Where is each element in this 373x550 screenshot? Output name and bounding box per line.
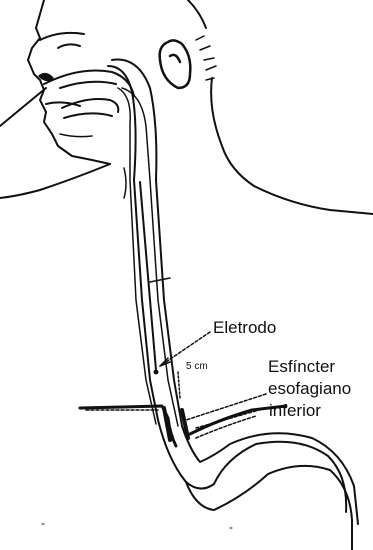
stray-marks <box>42 524 232 528</box>
tongue <box>62 99 118 118</box>
chin-line <box>60 134 92 137</box>
stomach-wall <box>186 466 352 550</box>
shoulder-front <box>0 164 110 198</box>
eyebrow <box>40 33 84 40</box>
label-sphincter-line2: esofagiano <box>268 380 351 397</box>
diaphragm-left <box>80 406 176 446</box>
catheter-line <box>140 182 156 370</box>
label-sphincter-line1: Esfíncter <box>268 358 335 375</box>
hair-texture <box>196 36 216 80</box>
label-distance: 5 cm <box>186 362 208 372</box>
head-back <box>188 0 206 28</box>
eye <box>58 44 80 48</box>
ear <box>160 40 191 88</box>
neck-back <box>211 78 373 214</box>
catheter-tail <box>0 88 46 126</box>
nasal-cavity <box>44 71 134 97</box>
label-electrode: Eletrodo <box>213 319 276 336</box>
electrode-dot <box>154 370 158 374</box>
throat-contour <box>124 168 126 198</box>
label-sphincter-line3: inferior <box>269 402 321 419</box>
electrode-tick <box>150 278 170 282</box>
distance-bracket <box>178 372 180 398</box>
nostril <box>40 74 52 79</box>
